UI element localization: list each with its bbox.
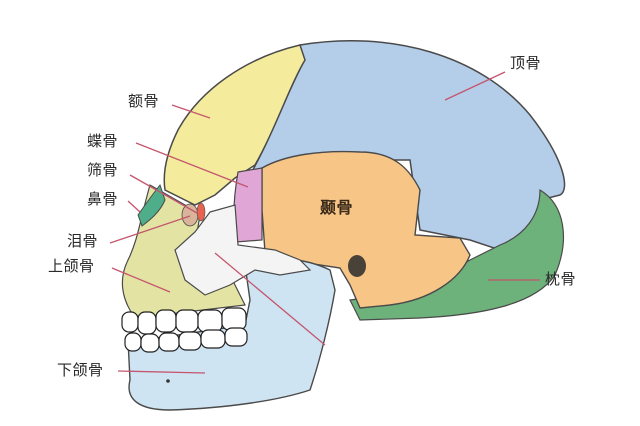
label-occipital: 枕骨: [545, 270, 577, 288]
lacrimal-bone: [181, 203, 199, 227]
label-lacrimal: 泪骨: [67, 232, 99, 250]
label-frontal: 额骨: [128, 92, 160, 110]
label-mandible: 下颌骨: [57, 361, 104, 379]
label-parietal: 顶骨: [510, 54, 542, 72]
teeth: [121, 307, 248, 353]
frontal-bone: [163, 44, 306, 206]
temporal-bone: [261, 150, 471, 309]
zygomatic-bone: [174, 204, 312, 296]
ethmoid-bone: [196, 202, 206, 222]
occipital-bone: [349, 188, 565, 321]
mental-foramen: [166, 379, 170, 383]
label-maxilla: 上颌骨: [48, 257, 95, 275]
nasal-bone: [137, 183, 166, 227]
ear-canal: [348, 255, 366, 277]
label-nasal: 鼻骨: [87, 190, 119, 208]
leader-lines: [109, 71, 540, 374]
label-ethmoid: 筛骨: [87, 161, 119, 179]
sphenoid-bone: [233, 167, 263, 243]
label-temporal: 颞骨: [320, 198, 354, 217]
label-sphenoid: 蝶骨: [87, 132, 119, 150]
